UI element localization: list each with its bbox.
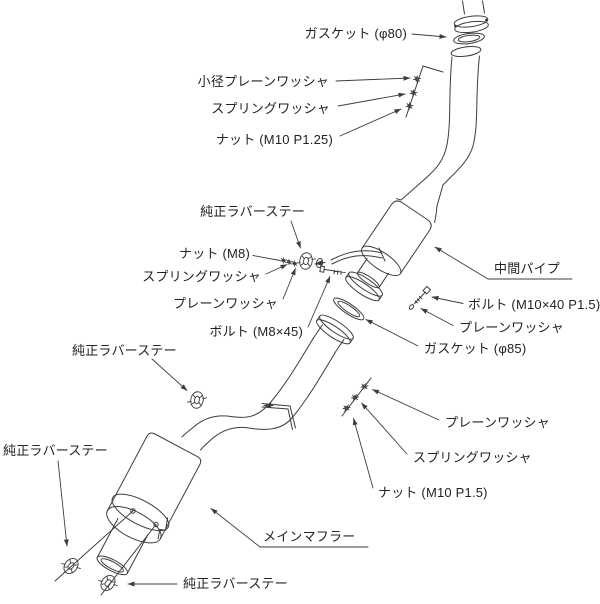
label-spring-washer-mid: スプリングワッシャ — [142, 269, 261, 284]
leader-gasket-80 — [411, 33, 447, 39]
label-rubber-stay-pipe: 純正ラバーステー — [72, 343, 177, 358]
flange-lower-icon — [316, 314, 354, 345]
upper-stud — [405, 65, 444, 118]
leader-nut-m8 — [252, 255, 281, 261]
label-middle-pipe: 中間パイプ — [494, 261, 561, 276]
label-gasket-80: ガスケット (φ80) — [304, 26, 407, 41]
label-bolt-m8x45: ボルト (M8×45) — [209, 324, 303, 339]
label-bolt-m10x40: ボルト (M10×40 P1.5) — [468, 297, 600, 312]
label-nut-m8: ナット (M8) — [179, 246, 250, 261]
label-spring-washer-lower: スプリングワッシャ — [413, 450, 532, 465]
mid-pipe-stub — [312, 324, 345, 355]
flange-upper-icon — [345, 271, 383, 302]
front-pipe — [396, 45, 482, 223]
clamp-ring-icon — [453, 15, 489, 34]
leader-main-muffler — [210, 508, 261, 548]
hanger-rod-mid — [314, 247, 386, 266]
upstream-pipe-stub — [462, 0, 485, 15]
gasket-80-icon — [453, 32, 485, 45]
label-plain-washer-mid: プレーンワッシャ — [173, 296, 278, 311]
label-plain-washer-right: プレーンワッシャ — [459, 320, 564, 335]
leader-spring-washer-upper — [337, 92, 406, 107]
leader-rubber-stay-muffler-left — [57, 460, 69, 547]
bracket-ring-icon — [315, 257, 324, 269]
label-rubber-stay-muffler-left: 純正ラバーステー — [3, 443, 108, 458]
hanger-rod-pipe — [261, 402, 296, 430]
leader-gasket-85 — [365, 319, 419, 347]
main-muffler-body — [96, 432, 202, 576]
nut-m10-p125-icon — [404, 101, 415, 111]
leader-middle-pipe — [434, 246, 489, 280]
m8-fasteners — [279, 256, 299, 268]
leader-nut-m10-p125 — [339, 108, 402, 137]
rubber-stay-pipe-icon — [186, 389, 208, 411]
leader-bolt-m8x45 — [307, 276, 331, 328]
mid-pipe-lower — [181, 337, 336, 451]
label-small-plain-washer: 小径プレーンワッシャ — [197, 74, 329, 89]
leader-spring-washer-mid — [265, 264, 288, 275]
label-plain-washer-lower: プレーンワッシャ — [445, 415, 550, 430]
middle-pipe-resonator — [356, 200, 432, 289]
leader-spring-washer-lower — [361, 402, 408, 455]
label-spring-washer-upper: スプリングワッシャ — [211, 101, 330, 116]
leader-small-plain-washer — [335, 75, 411, 82]
gasket-85-icon — [333, 297, 365, 321]
bolt-m10x40-icon — [408, 285, 432, 310]
leader-lines — [57, 33, 573, 587]
label-gasket-85: ガスケット (φ85) — [424, 341, 527, 356]
plain-washer-lower-icon — [359, 381, 370, 392]
label-rubber-stay-muffler-bottom: 純正ラバーステー — [183, 576, 288, 591]
nut-m10-p15-icon — [341, 403, 352, 413]
label-nut-m10-p125: ナット (M10 P1.25) — [215, 132, 333, 147]
leader-rubber-stay-mid — [290, 220, 301, 249]
leader-plain-washer-lower — [372, 389, 440, 421]
leader-nut-m10-p15 — [352, 418, 374, 489]
label-main-muffler: メインマフラー — [263, 529, 356, 544]
rubber-stay-mid-icon — [295, 250, 317, 272]
muffler-hanger-rods — [54, 508, 159, 596]
leader-bolt-m10x40 — [431, 295, 464, 304]
spring-washer-upper-icon — [408, 88, 419, 98]
label-nut-m10-p15: ナット (M10 P1.5) — [378, 485, 488, 500]
leader-plain-washer-right — [420, 308, 454, 326]
leader-plain-washer-mid — [282, 268, 296, 300]
bolt-m8x45-icon — [319, 265, 346, 275]
leader-rubber-stay-pipe — [151, 358, 188, 391]
label-rubber-stay-mid: 純正ラバーステー — [200, 204, 305, 219]
